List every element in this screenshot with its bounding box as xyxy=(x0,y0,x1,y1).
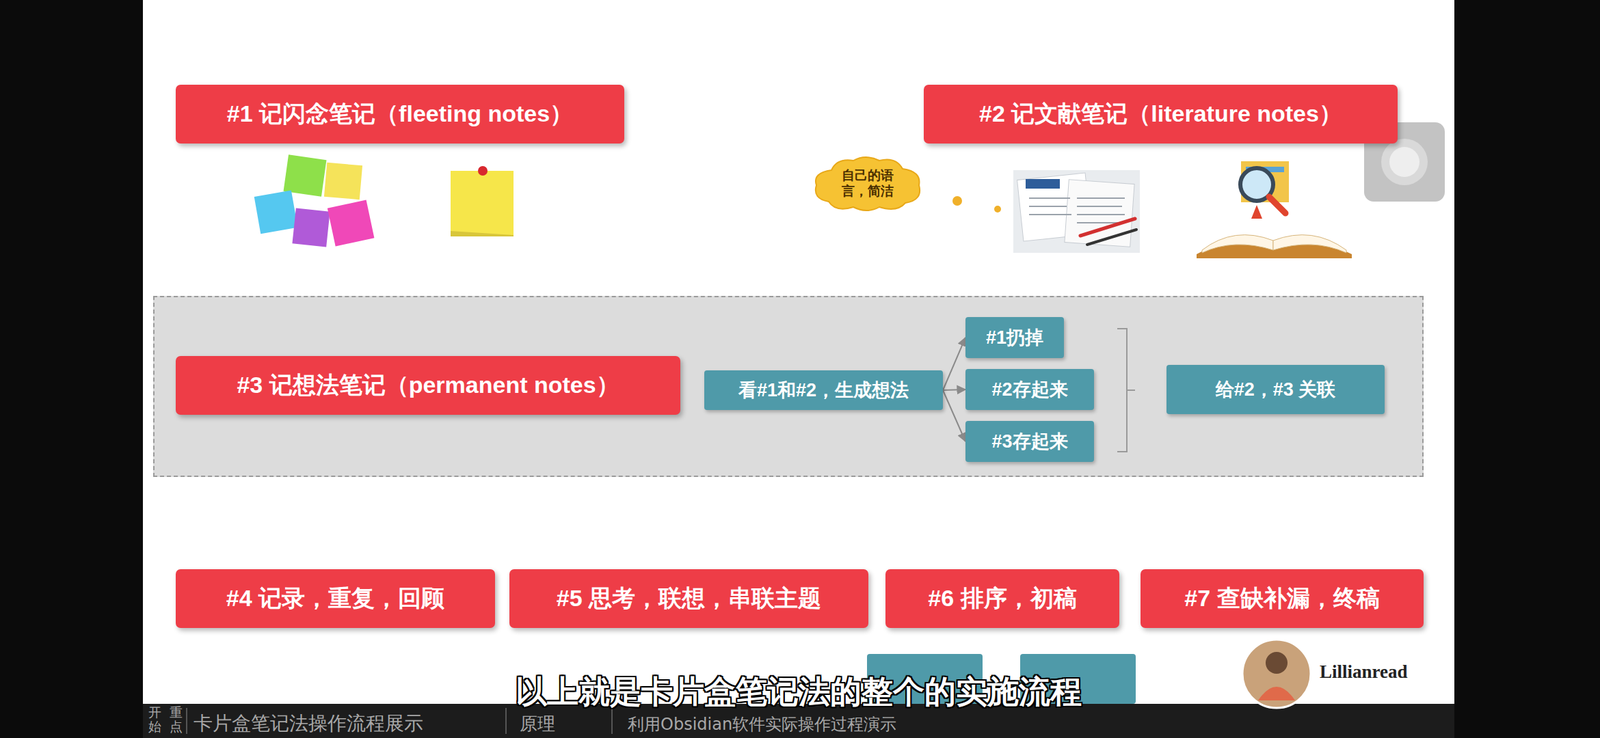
thought-cloud: 自己的语言，简洁 xyxy=(810,155,924,212)
bracket xyxy=(1117,328,1136,452)
sticky-note xyxy=(324,162,363,200)
box-text: #2 记文献笔记（literature notes） xyxy=(979,98,1343,130)
sticky-note xyxy=(327,200,375,247)
dot xyxy=(994,205,1002,213)
book-page xyxy=(1202,235,1274,253)
sticky-notes xyxy=(254,154,375,247)
step-box: #7 查缺补漏，终稿 xyxy=(1140,569,1424,629)
chapter-title: 利用Obsidian软件实际操作过程演示 xyxy=(627,713,897,736)
pen xyxy=(1087,229,1137,245)
chapter-mark: 重点 xyxy=(169,705,183,735)
box-text: #2存起来 xyxy=(991,377,1068,403)
paper-sheet xyxy=(1064,179,1135,247)
sticky-note xyxy=(254,190,299,235)
step-box: #2 记文献笔记（literature notes） xyxy=(923,84,1398,144)
process-box: 给#2，#3 关联 xyxy=(1166,365,1385,415)
box-text: #3 记想法笔记（permanent notes） xyxy=(236,369,619,402)
box-text: #3存起来 xyxy=(991,429,1068,455)
box-text: #1 记闪念笔记（fleeting notes） xyxy=(227,98,573,130)
marker xyxy=(1251,205,1263,219)
step-box: #4 记录，重复，回顾 xyxy=(175,569,496,629)
desk xyxy=(1013,170,1140,253)
box-text: #7 查缺补漏，终稿 xyxy=(1184,583,1380,615)
folder xyxy=(1241,161,1289,203)
avatar xyxy=(1242,640,1311,709)
process-box: 看#1和#2，生成想法 xyxy=(704,370,943,411)
watermark: Lillianread xyxy=(1319,661,1408,684)
button-dot xyxy=(1389,147,1420,178)
pin xyxy=(477,166,488,176)
avatar-body xyxy=(1258,687,1296,701)
option-box: #1扔掉 xyxy=(965,317,1064,359)
box-text: #6 排序，初稿 xyxy=(927,583,1077,615)
pinned-note xyxy=(450,166,514,237)
sticky-note xyxy=(283,154,327,197)
papers-picture xyxy=(1013,170,1140,253)
paper-lines xyxy=(1029,198,1125,223)
step-box: #1 记闪念笔记（fleeting notes） xyxy=(175,84,625,144)
box-text: #4 记录，重复，回顾 xyxy=(226,583,445,615)
book-page xyxy=(1273,235,1347,253)
avatar-head xyxy=(1265,652,1288,675)
sticky-note xyxy=(291,208,330,248)
branch-arrow xyxy=(942,390,966,442)
option-box: #3存起来 xyxy=(965,421,1095,463)
box-text: 给#2，#3 关联 xyxy=(1215,377,1337,403)
branch-arrow xyxy=(942,337,966,391)
note-shade xyxy=(450,231,514,237)
chapter-title: 卡片盒笔记法操作流程展示 xyxy=(193,711,424,738)
chapter-mark: 开始 xyxy=(148,705,162,735)
note-paper xyxy=(450,170,514,236)
paper-header xyxy=(1025,179,1060,189)
subtitle: 以上就是卡片盒笔记法的整个的实施流程 xyxy=(515,671,1082,714)
box-text: 自己的语言，简洁 xyxy=(839,167,896,199)
box-text: 看#1和#2，生成想法 xyxy=(738,378,909,403)
box-text: #5 思考，联想，串联主题 xyxy=(556,583,822,615)
magnifier-handle xyxy=(1269,196,1286,214)
chapter-title: 原理 xyxy=(519,712,556,737)
dot xyxy=(952,196,963,206)
branch-arrow xyxy=(942,389,966,391)
box-text: #1扔掉 xyxy=(985,325,1044,351)
step-box: #3 记想法笔记（permanent notes） xyxy=(175,356,681,416)
avatar-circle xyxy=(1242,640,1311,709)
button-ring xyxy=(1381,138,1428,186)
book-picture xyxy=(1196,161,1352,259)
step-box: #6 排序，初稿 xyxy=(885,569,1120,629)
step-box: #5 思考，联想，串联主题 xyxy=(509,569,869,629)
thought-dots xyxy=(952,196,1002,213)
cloud-shape xyxy=(815,157,920,211)
option-box: #2存起来 xyxy=(965,369,1095,411)
